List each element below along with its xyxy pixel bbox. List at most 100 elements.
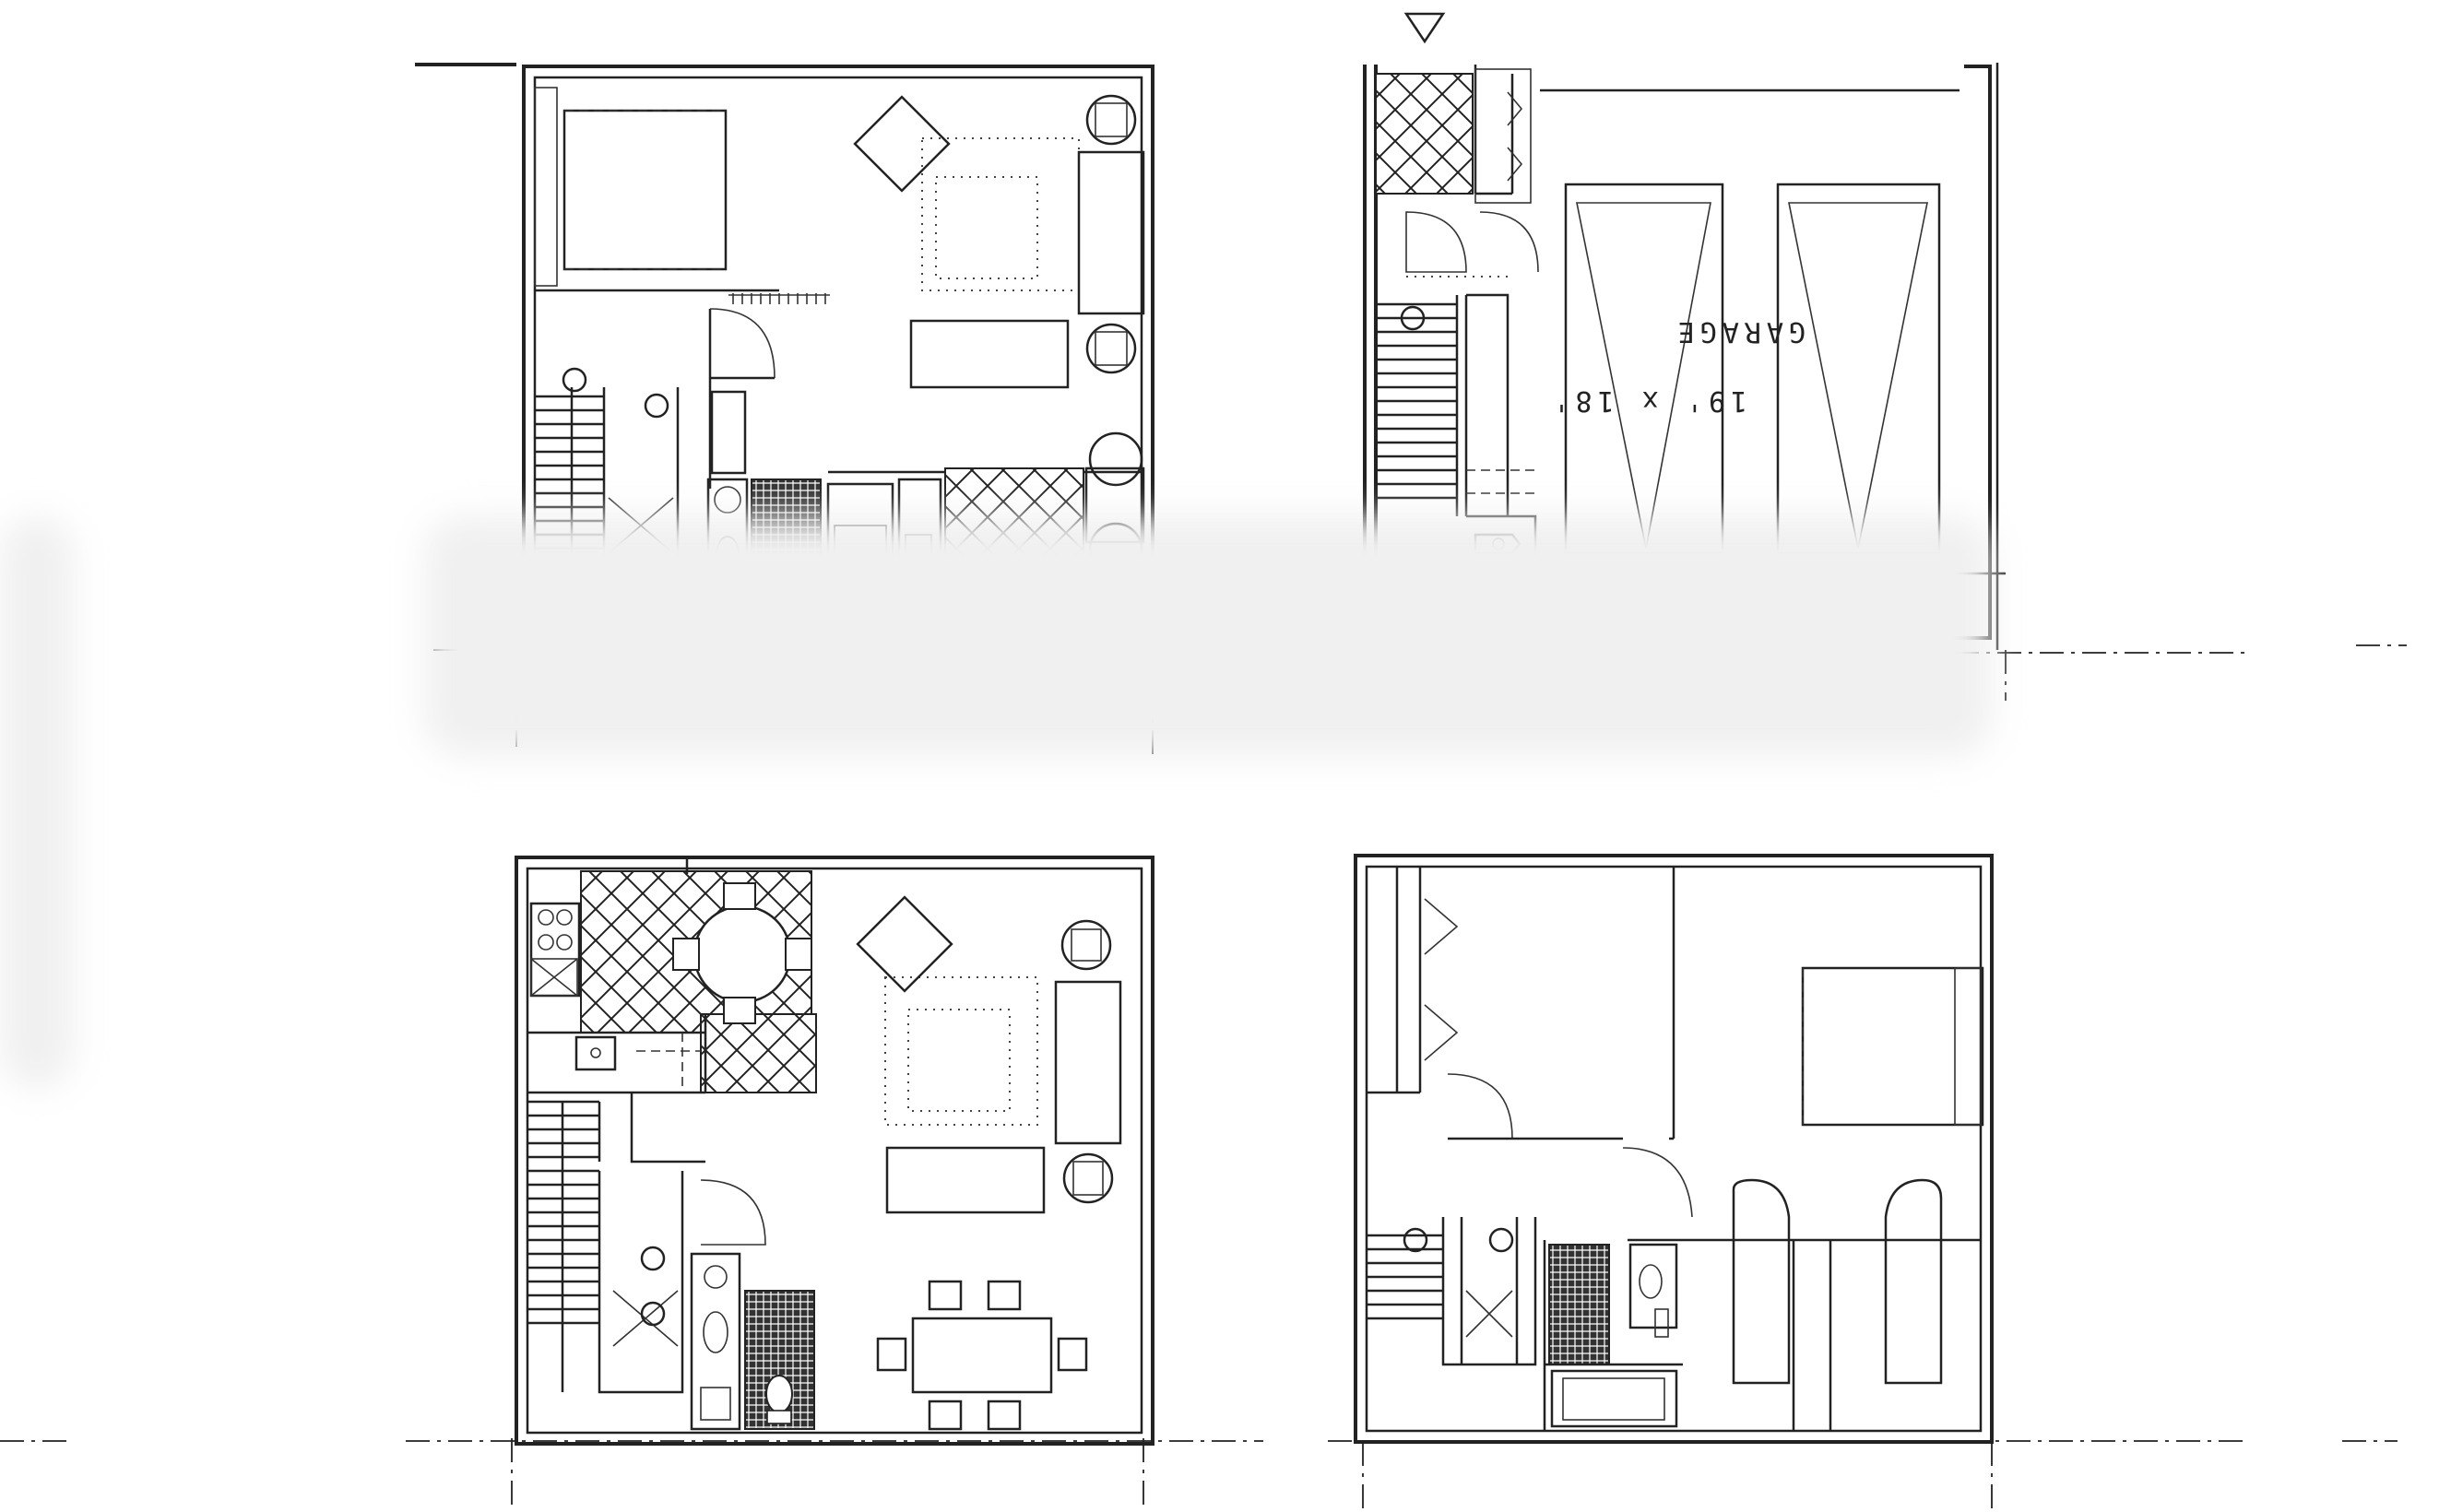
closet-wall	[1628, 1238, 1981, 1431]
dining-table	[911, 1317, 1053, 1394]
entry-wall	[1474, 65, 1514, 195]
garage-label: GARAGE	[1673, 315, 1806, 348]
lavatory	[1639, 1264, 1663, 1299]
area-rug	[921, 137, 1080, 291]
stair-stringer	[1455, 293, 1510, 516]
area-rug	[884, 976, 1038, 1126]
dining-chair	[876, 1337, 907, 1372]
sink	[574, 1035, 617, 1071]
door-swing	[700, 1179, 766, 1246]
tub	[1550, 1369, 1678, 1428]
toilet-tank	[766, 1410, 792, 1424]
burner	[556, 909, 573, 926]
dining-chair	[1088, 431, 1143, 487]
partition-wall	[708, 309, 775, 489]
door-swing	[1479, 211, 1539, 273]
kitchen-counter	[527, 1014, 707, 1094]
dining-chair	[928, 1400, 963, 1431]
plan-lower-right	[1328, 854, 2398, 1508]
lounge-chair	[1085, 323, 1137, 374]
exterior-wall-inner	[526, 867, 1143, 1435]
linen-closet	[710, 390, 747, 475]
newel-post	[1400, 305, 1426, 331]
chair-seat	[1071, 928, 1102, 962]
lavatory	[704, 1265, 728, 1289]
closet-hangers	[732, 293, 826, 304]
scan-smudge	[424, 516, 1992, 756]
sofa	[1077, 150, 1145, 315]
dining-chair	[723, 997, 756, 1024]
bed-dash	[564, 110, 726, 270]
exterior-wall	[1354, 854, 1994, 1444]
headboard	[534, 87, 558, 287]
toilet	[765, 1375, 793, 1413]
stair-rail	[1460, 1217, 1519, 1364]
lavatory	[703, 1311, 728, 1353]
burner	[556, 934, 573, 951]
headboard	[1954, 967, 1982, 1126]
door-swing	[1622, 1147, 1693, 1218]
stair-treads	[1367, 1234, 1443, 1320]
stair-stringer	[1441, 1217, 1537, 1366]
side-table	[856, 895, 953, 993]
dining-chair	[987, 1280, 1022, 1311]
car-outline	[1576, 202, 1711, 549]
wall-dash	[1466, 469, 1540, 494]
sofa	[1054, 980, 1122, 1145]
newel-post	[1403, 1227, 1428, 1253]
dining-chair	[1057, 1337, 1088, 1372]
dining-chair	[672, 938, 700, 971]
burner	[538, 934, 554, 951]
lounge-chair	[1085, 94, 1137, 146]
stair-stringer	[598, 1093, 705, 1394]
closet-wall	[1367, 867, 1422, 1094]
stair	[1367, 1217, 1537, 1366]
bath-wall	[1543, 1240, 1683, 1431]
car	[1776, 183, 1941, 555]
closet-door	[1732, 1178, 1791, 1385]
dining-chair	[785, 938, 812, 971]
lounge-chair	[1062, 1152, 1114, 1204]
newel-post	[640, 1301, 666, 1327]
door-swing	[1405, 211, 1467, 273]
side-table	[853, 95, 951, 193]
vanity	[690, 1252, 741, 1431]
chair-seat	[1095, 102, 1128, 137]
stair	[1376, 293, 1510, 516]
linen-shelf	[700, 1387, 731, 1421]
closet	[1474, 68, 1532, 204]
counter-overhead	[636, 1033, 701, 1088]
area-rug-inner	[935, 176, 1038, 279]
tub-inner	[1562, 1377, 1665, 1421]
bed	[562, 109, 728, 271]
bifold-door	[1507, 91, 1523, 182]
newel-post	[644, 393, 669, 419]
coffee-table	[885, 1146, 1046, 1214]
dishwasher-x	[530, 958, 578, 997]
sink-drain	[590, 1047, 601, 1058]
coffee-table	[909, 319, 1070, 389]
chair-seat	[1095, 331, 1128, 366]
entry-marker-icon	[1403, 12, 1446, 44]
door-swing	[709, 308, 776, 379]
area-rug-inner	[907, 1009, 1011, 1112]
closet-door	[1884, 1178, 1943, 1385]
lavatory	[714, 486, 741, 514]
plan-lower-left	[0, 856, 1263, 1508]
dishwasher	[530, 958, 578, 997]
newel-post	[640, 1246, 666, 1271]
toilet-tank	[1654, 1308, 1669, 1338]
stair	[527, 1093, 705, 1394]
bath-floor-tile	[1548, 1244, 1610, 1365]
chair-seat	[1072, 1161, 1104, 1196]
newel-post	[1488, 1227, 1514, 1253]
door-swing	[1447, 1073, 1513, 1140]
stair-break	[1465, 1290, 1513, 1338]
garage-size-label: 19' x 18'	[1547, 384, 1747, 417]
dining-table-round	[693, 904, 792, 1004]
exterior-wall	[515, 856, 1154, 1446]
dining-chair	[928, 1280, 963, 1311]
car	[1564, 183, 1724, 555]
bifold-door	[1424, 898, 1459, 1061]
